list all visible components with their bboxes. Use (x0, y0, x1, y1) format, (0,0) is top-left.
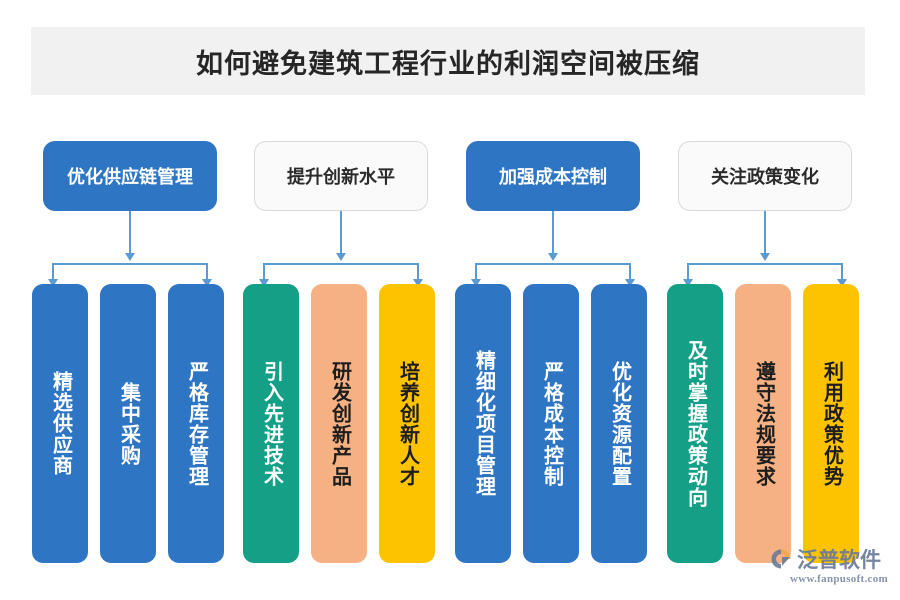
group-1-title-box[interactable]: 优化供应链管理 (43, 141, 217, 211)
group-1-connector-bus (52, 263, 208, 265)
group-3-item-label-1: 精细化项目管理 (472, 350, 495, 497)
group-4-title-box[interactable]: 关注政策变化 (678, 141, 852, 211)
group-3-title-label: 加强成本控制 (499, 167, 607, 187)
header-band (31, 27, 865, 95)
group-1-arrow-middle-icon (125, 253, 135, 261)
group-3-item-bar-2[interactable]: 严格成本控制 (523, 284, 579, 563)
group-4-item-bar-2[interactable]: 遵守法规要求 (735, 284, 791, 563)
group-2-item-label-3: 培养创新人才 (396, 360, 419, 487)
group-4-item-bar-3[interactable]: 利用政策优势 (803, 284, 859, 563)
group-4-arrow-right-icon (837, 279, 847, 287)
page-title: 如何避免建筑工程行业的利润空间被压缩 (196, 48, 700, 79)
group-4-connector-stem (764, 211, 766, 255)
group-3-connector-bus (475, 263, 631, 265)
diagram-group-2: 提升创新水平 引入先进技术 研发创新产品 培养创新人才 (235, 0, 447, 600)
group-4-item-label-3: 利用政策优势 (820, 360, 843, 487)
group-2-item-bar-1[interactable]: 引入先进技术 (243, 284, 299, 563)
group-2-item-bar-3[interactable]: 培养创新人才 (379, 284, 435, 563)
group-2-arrow-middle-icon (336, 253, 346, 261)
group-3-arrow-left-icon (471, 279, 481, 287)
group-2-connector-drop-right (417, 263, 419, 281)
group-1-arrow-right-icon (202, 279, 212, 287)
group-2-item-bar-2[interactable]: 研发创新产品 (311, 284, 367, 563)
group-1-connector-stem (129, 211, 131, 255)
group-1-connector-drop-left (52, 263, 54, 281)
group-2-title-box[interactable]: 提升创新水平 (254, 141, 428, 211)
group-1-item-bar-3[interactable]: 严格库存管理 (168, 284, 224, 563)
group-4-item-bar-1[interactable]: 及时掌握政策动向 (667, 284, 723, 563)
group-3-title-box[interactable]: 加强成本控制 (466, 141, 640, 211)
group-2-connector-drop-left (263, 263, 265, 281)
group-1-arrow-left-icon (48, 279, 58, 287)
group-3-item-bar-3[interactable]: 优化资源配置 (591, 284, 647, 563)
group-3-arrow-right-icon (625, 279, 635, 287)
group-2-arrow-right-icon (413, 279, 423, 287)
group-1-connector-drop-right (206, 263, 208, 281)
group-4-connector-drop-left (687, 263, 689, 281)
group-1-title-label: 优化供应链管理 (67, 167, 193, 187)
group-1-item-label-1: 精选供应商 (49, 371, 72, 476)
group-3-item-label-2: 严格成本控制 (540, 360, 563, 487)
group-3-item-label-3: 优化资源配置 (608, 360, 631, 487)
group-4-arrow-left-icon (683, 279, 693, 287)
group-2-item-label-1: 引入先进技术 (260, 360, 283, 487)
group-2-connector-bus (263, 263, 419, 265)
group-4-item-label-2: 遵守法规要求 (752, 360, 775, 487)
group-2-title-label: 提升创新水平 (287, 167, 395, 187)
group-4-connector-drop-right (841, 263, 843, 281)
diagram-group-3: 加强成本控制 精细化项目管理 严格成本控制 优化资源配置 (447, 0, 659, 600)
group-1-item-bar-2[interactable]: 集中采购 (100, 284, 156, 563)
group-2-item-label-2: 研发创新产品 (328, 360, 351, 487)
group-2-arrow-left-icon (259, 279, 269, 287)
group-3-connector-drop-right (629, 263, 631, 281)
group-4-item-label-1: 及时掌握政策动向 (684, 339, 707, 508)
group-4-arrow-middle-icon (760, 253, 770, 261)
group-3-item-bar-1[interactable]: 精细化项目管理 (455, 284, 511, 563)
group-3-connector-drop-left (475, 263, 477, 281)
group-3-connector-stem (552, 211, 554, 255)
group-4-title-label: 关注政策变化 (711, 167, 819, 187)
group-1-item-bar-1[interactable]: 精选供应商 (32, 284, 88, 563)
group-4-connector-bus (687, 263, 843, 265)
group-3-arrow-middle-icon (548, 253, 558, 261)
diagram-group-1: 优化供应链管理 精选供应商 集中采购 严格库存管理 (24, 0, 236, 600)
group-1-item-label-3: 严格库存管理 (185, 360, 208, 487)
group-2-connector-stem (340, 211, 342, 255)
group-1-item-label-2: 集中采购 (117, 381, 140, 466)
diagram-group-4: 关注政策变化 及时掌握政策动向 遵守法规要求 利用政策优势 (659, 0, 871, 600)
